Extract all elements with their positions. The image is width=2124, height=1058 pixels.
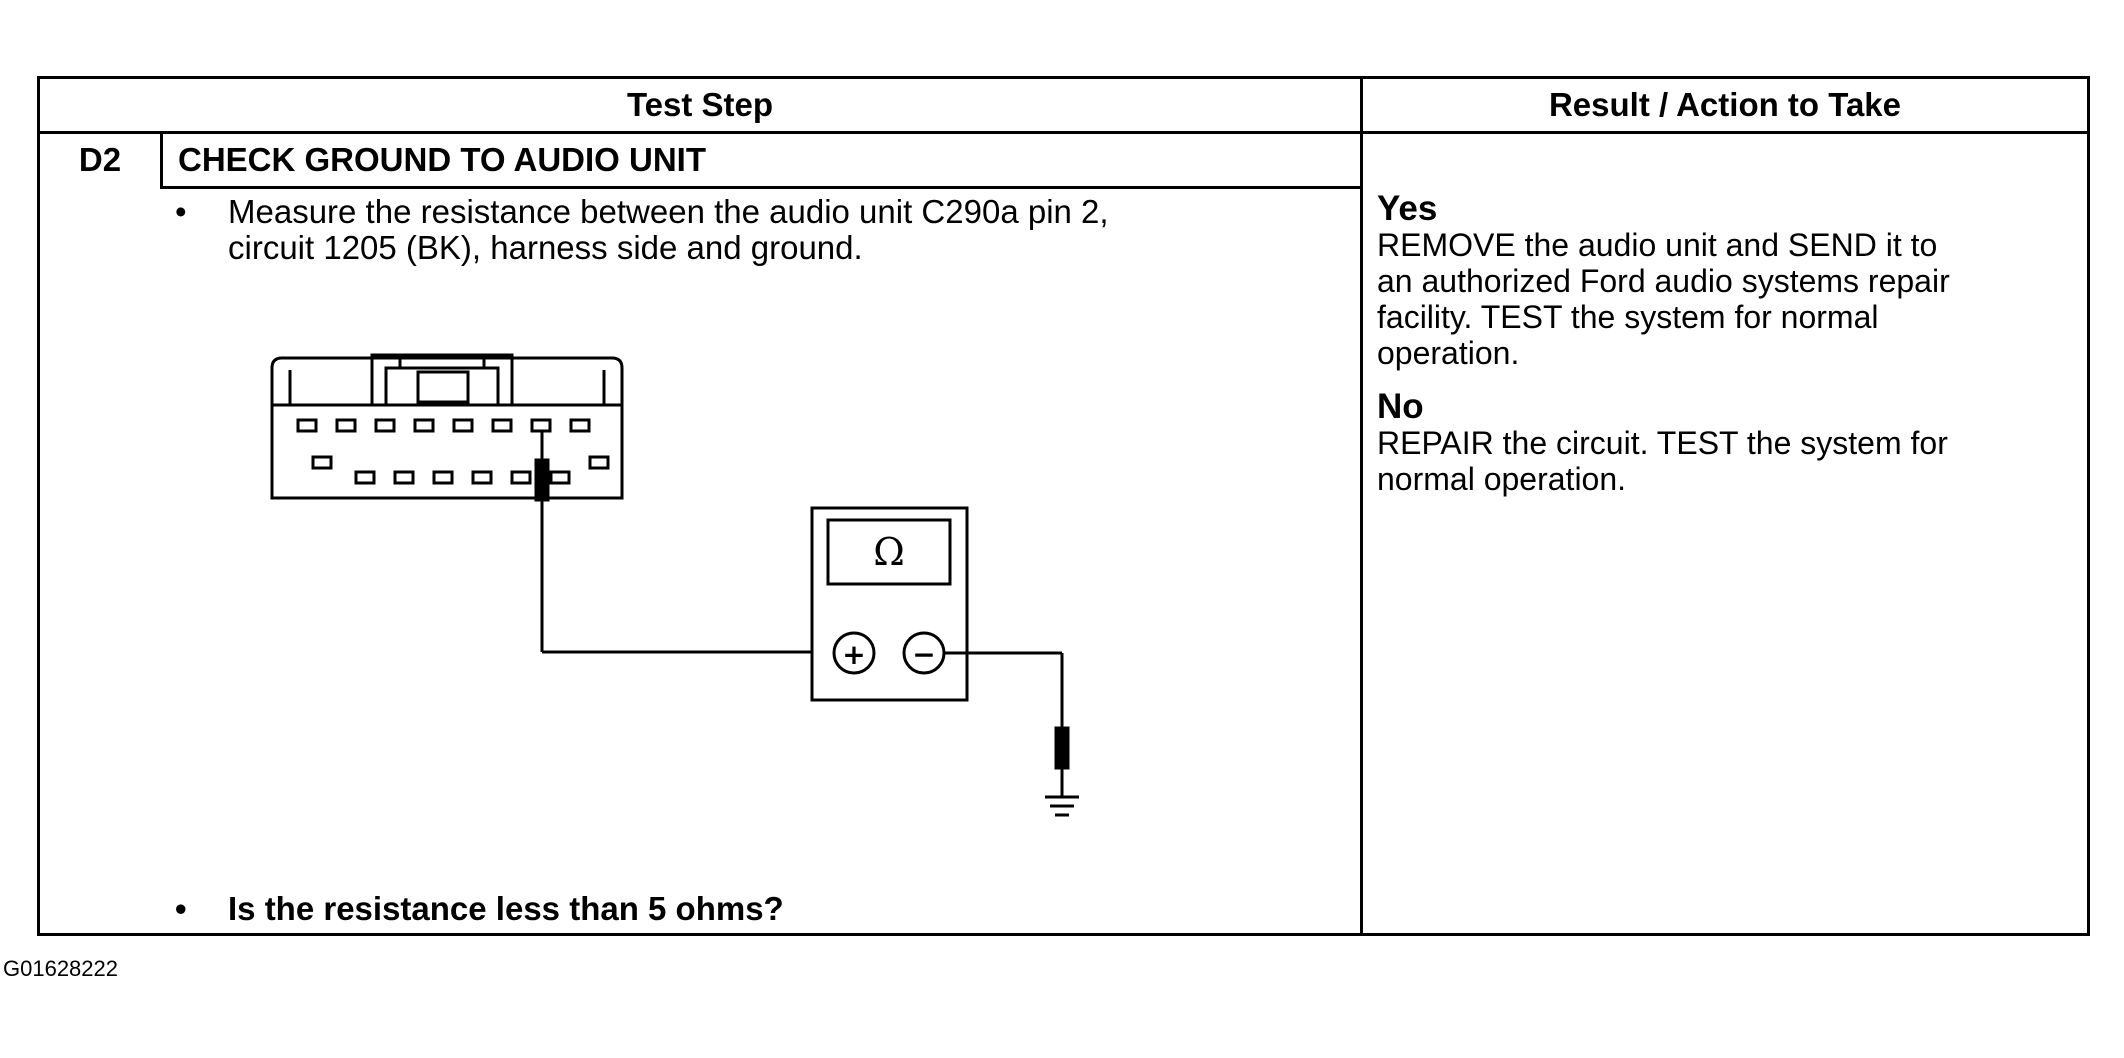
column-divider xyxy=(1360,79,1363,933)
instruction-line-1: Measure the resistance between the audio… xyxy=(228,193,1109,230)
result-yes-label: Yes xyxy=(1377,189,1438,228)
instruction-bullet: • Measure the resistance between the aud… xyxy=(175,194,1355,274)
step-id-divider xyxy=(160,134,163,186)
ground-symbol-icon xyxy=(1045,795,1079,817)
result-yes-text: REMOVE the audio unit and SEND it to an … xyxy=(1377,227,2077,371)
result-yes-line: operation. xyxy=(1377,335,1520,371)
bullet-dot: • xyxy=(175,193,187,230)
result-yes-line: an authorized Ford audio systems repair xyxy=(1377,263,1950,299)
step-title-divider xyxy=(160,186,1360,189)
header-result-action: Result / Action to Take xyxy=(1548,86,1902,123)
question-bullet: • Is the resistance less than 5 ohms? xyxy=(175,891,1355,931)
result-no-line: REPAIR the circuit. TEST the system for xyxy=(1377,425,1948,461)
figure-id: G01628222 xyxy=(3,956,118,981)
bullet-dot: • xyxy=(175,890,187,927)
result-no-label: No xyxy=(1377,387,1424,426)
minus-terminal: − xyxy=(912,638,935,671)
test-step-table: Test Step Result / Action to Take D2 CHE… xyxy=(37,76,2090,936)
result-no-text: REPAIR the circuit. TEST the system for … xyxy=(1377,425,2077,497)
step-id: D2 xyxy=(78,141,122,178)
step-title: CHECK GROUND TO AUDIO UNIT xyxy=(178,141,706,178)
header-divider xyxy=(40,131,2087,134)
result-yes-line: facility. TEST the system for normal xyxy=(1377,299,1879,335)
connector-icon xyxy=(270,353,624,500)
instruction-line-2: circuit 1205 (BK), harness side and grou… xyxy=(228,229,863,266)
plus-terminal: + xyxy=(842,638,865,671)
result-yes-line: REMOVE the audio unit and SEND it to xyxy=(1377,227,1938,263)
header-test-step: Test Step xyxy=(626,86,774,123)
result-no-line: normal operation. xyxy=(1377,461,1627,497)
ohmmeter-icon xyxy=(810,506,969,702)
ohm-symbol: Ω xyxy=(873,530,905,574)
question-text: Is the resistance less than 5 ohms? xyxy=(228,890,784,927)
